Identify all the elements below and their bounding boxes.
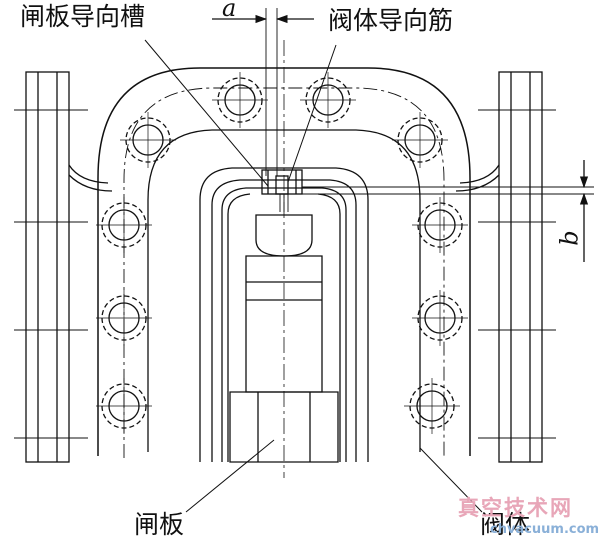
leader-body	[419, 447, 483, 513]
left-wing	[68, 164, 109, 184]
watermark-title: 真空技术网	[458, 496, 573, 520]
right-wing	[459, 164, 500, 184]
dimension-b	[302, 160, 594, 262]
label-gate-groove: 闸板导向槽	[20, 2, 146, 31]
right-flange	[478, 71, 556, 463]
leader-body-rib	[287, 44, 337, 183]
left-flange	[14, 71, 88, 463]
watermark-url: chvacuum.com	[490, 522, 600, 537]
label-gate: 闸板	[134, 510, 185, 539]
label-body-rib: 阀体导向筋	[328, 6, 454, 35]
leader-gate-groove	[144, 39, 269, 187]
leader-gate	[185, 439, 275, 513]
label-body: 阀体	[480, 510, 531, 539]
dimension-b-label: b	[555, 230, 584, 246]
guide-groove	[261, 169, 303, 212]
dimension-a-label: a	[222, 0, 237, 22]
bolt-holes	[96, 72, 468, 434]
dimension-a	[212, 8, 314, 176]
